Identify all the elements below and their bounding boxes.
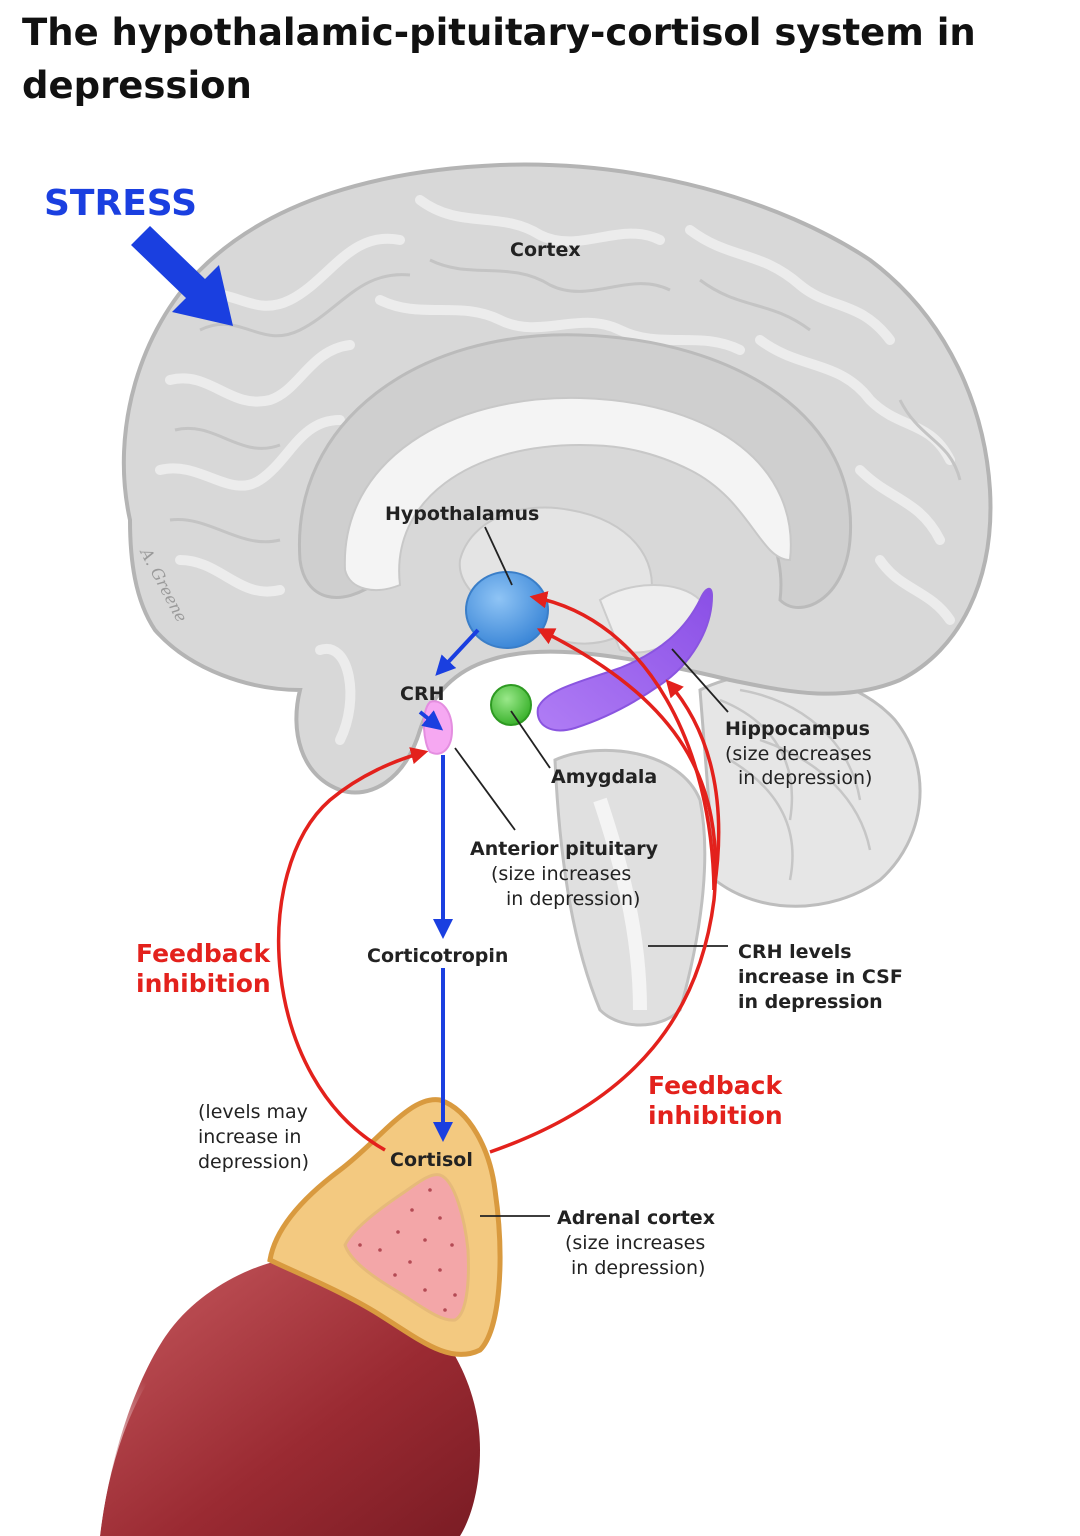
corpus-callosum [343,396,792,591]
crh-levels-line1: CRH levels [738,941,852,963]
brain [121,162,993,1027]
levels-note-line3: depression) [198,1151,309,1173]
blue-pathway [418,628,480,1142]
crh-levels-line3: in depression [738,991,883,1013]
hippocampus-name: Hippocampus [725,718,870,740]
feedback-right-branch-hippocampus [665,679,721,891]
levels-note: (levels may increase in depression) [198,1101,309,1173]
hippocampus-line2: (size decreases [725,743,872,765]
cortex-label: Cortex [510,239,581,261]
feedback-left-line2: inhibition [136,969,271,998]
anterior-pituitary-name: Anterior pituitary [470,838,659,860]
feedback-right-line1: Feedback [648,1071,783,1100]
feedback-right-label: Feedback inhibition [648,1071,783,1130]
anterior-pituitary-line3: in depression) [506,888,640,910]
cortisol-label: Cortisol [390,1149,473,1171]
feedback-left-arrow [276,747,429,1152]
levels-note-line2: increase in [198,1126,301,1148]
adrenal-cortex-name: Adrenal cortex [557,1207,715,1229]
adrenal-cortex-line2: (size increases [565,1232,705,1254]
feedback-right-branch-hypothalamus [529,591,716,891]
adrenal-cortex-label: Adrenal cortex (size increases in depres… [557,1207,715,1279]
hypothalamus-label: Hypothalamus [385,503,539,525]
page-title: The hypothalamic-pituitary-cortisol syst… [22,11,976,107]
amygdala [490,684,532,726]
hippocampus-label: Hippocampus (size decreases in depressio… [725,718,872,789]
amygdala-label: Amygdala [551,766,657,788]
adrenal-gland [267,1097,503,1357]
feedback-left-line1: Feedback [136,939,271,968]
crh-label: CRH [400,683,444,705]
feedback-left-label: Feedback inhibition [136,939,271,998]
adrenal-cortex-line3: in depression) [571,1257,705,1279]
hippocampus [536,587,714,732]
crh-levels-label: CRH levels increase in CSF in depression [738,941,903,1013]
anterior-pituitary-line2: (size increases [491,863,631,885]
feedback-arrows [276,591,721,1154]
corticotropin-label: Corticotropin [367,945,508,967]
stress-label: STRESS [44,183,197,224]
feedback-right-line2: inhibition [648,1101,783,1130]
levels-note-line1: (levels may [198,1101,308,1123]
leader-lines [454,526,729,1217]
hypothalamus [465,571,549,649]
kidney [60,1256,480,1536]
anterior-pituitary-label: Anterior pituitary (size increases in de… [470,838,659,910]
crh-levels-line2: increase in CSF [738,966,903,988]
feedback-right-arrow [489,628,718,1154]
adrenal-medulla [343,1173,470,1322]
hippocampus-line3: in depression) [738,767,872,789]
cerebellum [698,671,922,908]
cerebrum [121,162,993,795]
stress-arrow-icon [131,226,233,326]
